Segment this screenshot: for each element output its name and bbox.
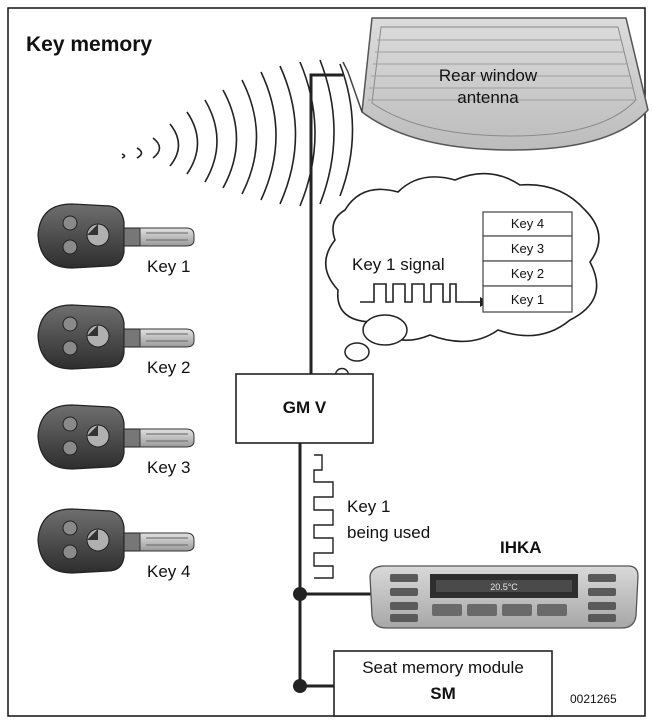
antenna-label-line1: Rear window — [438, 66, 538, 85]
seat-module-label-line1: Seat memory module — [362, 658, 524, 677]
key-3-label: Key 3 — [147, 458, 191, 477]
key-3-graphic — [37, 404, 195, 470]
gmv-label: GM V — [282, 398, 327, 417]
key-used-label-line1: Key 1 — [347, 497, 391, 516]
antenna-label-line2: antenna — [457, 88, 519, 107]
key1-signal-label: Key 1 signal — [352, 255, 445, 274]
key-used-waveform — [313, 454, 334, 579]
memory-stack — [482, 211, 573, 313]
memory-slot-key1: Key 1 — [510, 292, 545, 307]
memory-slot-key2: Key 2 — [510, 266, 545, 281]
rear-window-antenna — [342, 17, 649, 151]
ihka-display-text: 20.5°C — [490, 582, 518, 592]
diagram-title: Key memory — [26, 33, 153, 56]
key-4-graphic — [37, 508, 195, 574]
bus-junction-ihka — [293, 587, 307, 601]
key-1-label: Key 1 — [147, 257, 191, 276]
key-4-label: Key 4 — [147, 562, 191, 581]
memory-slot-key4: Key 4 — [510, 216, 545, 231]
bus-junction-sm — [293, 679, 307, 693]
key-2-label: Key 2 — [147, 358, 191, 377]
gmv-module-box — [235, 373, 374, 444]
ihka-label: IHKA — [500, 538, 542, 557]
radio-waves — [121, 59, 354, 207]
memory-slot-key3: Key 3 — [510, 241, 545, 256]
wiring — [298, 73, 382, 688]
key1-signal-waveform — [360, 283, 470, 303]
ihka-panel: 20.5°C — [369, 565, 639, 629]
key-2-graphic — [37, 304, 195, 370]
seat-memory-module-box — [333, 650, 553, 717]
key-1-graphic — [37, 203, 195, 269]
figure-border — [7, 7, 646, 717]
seat-module-label-line2: SM — [430, 684, 456, 703]
key-used-label-line2: being used — [347, 523, 431, 542]
reference-number: 0021265 — [570, 692, 617, 706]
